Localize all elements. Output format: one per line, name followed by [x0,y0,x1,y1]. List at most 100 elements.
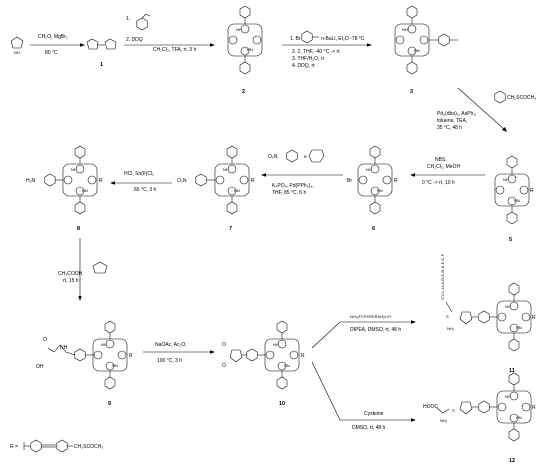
porphyrin-3-structure: NH HN [394,5,458,75]
porphyrin-5-nh: NH [503,177,509,182]
porphyrin-5-structure: NH HN R [494,155,534,225]
porphyrin-3-nh: NH [402,27,408,32]
porphyrin-9-structure: NH O OH NH HN R [36,320,133,390]
porphyrin-9-o: O [43,337,47,343]
porphyrin-2-nh: NH [236,27,242,32]
step3-substep4: 4. DDQ, rt [292,63,315,69]
boron-atom: B [304,154,307,159]
porphyrin-7-r: R [251,178,255,184]
porphyrin-10-r: R [301,353,305,359]
step7-condition: 65 °C, 3 h [134,187,157,193]
porphyrin-6-structure: NH HN Br R [347,145,398,215]
porphyrin-5-r: R [530,188,534,194]
conjugate-11-peptide: Y-V-L-H-A-R-K-R-K-F-C-F [440,253,445,300]
step5-reagent: NBS, [435,157,447,163]
porphyrin-9-oh: OH [36,364,44,370]
conjugate-11-hn: HN [516,325,522,330]
conjugate-12-hooc: HOOC [423,404,438,410]
porphyrin-8-r: R [99,178,103,184]
step10b-condition: DMSO, rt, 48 h [352,425,386,431]
porphyrin-3-hn: HN [414,48,420,53]
porphyrin-10-hn: HN [284,363,290,368]
compound-2-label: 2 [242,89,245,95]
porphyrin-8-structure: H₂N NH HN R [26,145,103,215]
step6-catalyst: K₃PO₄, Pd(PPh₃)₄, [272,183,314,189]
step3-substep3: 3. THF/H₂O, rt [292,56,324,62]
step5-condition: 0 °C -> rt, 10 h [422,180,455,186]
porphyrin-8-nh2: H₂N [26,178,36,184]
porphyrin-2-structure: NH HN [227,5,263,75]
compound-1-label: 1 [100,62,103,68]
compound-9-label: 9 [108,401,111,407]
compound-11-label: 11 [509,368,515,374]
porphyrin-9-nh: NH [101,342,107,347]
pyrrole-nh-label: NH [14,50,20,55]
step2-condition: CH₂Cl₂, TFA, rt, 3 h [153,47,196,53]
porphyrin-10-structure: O O NH HN R [222,320,305,390]
step4-r-group: CH₂SCOCH₃ [507,95,536,101]
conjugate-12-r: R [532,405,536,411]
conjugate-11-structure: Y-V-L-H-A-R-K-R-K-F-C-F S NH₂ NH HN R [440,253,536,352]
ethynylphenyl-reagent [301,30,319,44]
porphyrin-8-hn: HN [82,188,88,193]
conjugate-11-nh: NH [505,304,511,309]
porphyrin-10-nh: NH [273,342,279,347]
iodophenyl-reagent [494,90,506,104]
step3-substep2: 2. 2, THF, -40 °C -> rt [292,49,340,55]
porphyrin-6-r: R [394,178,398,184]
r-legend-label: R = [10,444,18,450]
porphyrin-6-nh: NH [366,167,372,172]
porphyrin-5-hn: HN [514,198,520,203]
conjugate-12-nh2: NH₂ [440,418,448,423]
compound-5-label: 5 [509,237,512,243]
porphyrin-6-br: Br [347,178,352,184]
pyrrole-structure: NH [10,36,24,55]
porphyrin-10-o-bottom: O [222,363,226,369]
porphyrin-9-r: R [129,353,133,359]
compound-10-label: 10 [279,401,285,407]
step4-catalyst: Pd₂(dba)₃, AsPh₃, [437,111,477,117]
porphyrin-7-hn: HN [234,188,240,193]
porphyrin-7-nh: NH [223,167,229,172]
conjugate-11-nh2: NH₂ [447,326,455,331]
step4-solvent: toluene, TEA, [437,118,467,124]
step10a-condition: DIPEA, DMSO, rt, 48 h [350,327,401,333]
step3-base: n-BuLi, Et₂O -78 °C [321,36,365,42]
step10a-peptide: NH₂(FCFKRKRAH)LVY [350,314,392,319]
conjugate-11-r: R [532,315,536,321]
step9-reagent: NaOAc, Ac₂O, [155,342,187,348]
step8-condition: rt, 15 h [63,278,79,284]
compound-7-label: 7 [229,226,232,232]
porphyrin-6-hn: HN [377,188,383,193]
step8-reagent: CH₃COOH, [58,271,84,277]
maleic-anhydride-reagent [92,261,108,274]
step3-reagent: 1. Br [290,36,301,42]
step1-condition: 80 °C [45,50,58,56]
porphyrin-9-hn: HN [112,363,118,368]
porphyrin-2-hn: HN [247,47,253,52]
step9-condition: 100 °C, 3 h [157,358,182,364]
step7-reagent: HCl, Sn(II)Cl₂ [124,171,154,177]
conjugate-12-structure: HOOC NH₂ S NH HN R [423,372,536,442]
compound-3-label: 3 [410,89,413,95]
nitrophenyl-boronate-reagent: O₂N B [268,149,325,163]
compound-8-label: 8 [77,226,80,232]
step2-reagent: 1. [126,16,130,22]
r-legend-group: CH₂SCOCH₃ [74,444,103,450]
step1-reagent: CH₂O, MgBr₂ [38,34,68,40]
porphyrin-7-structure: O₂N NH HN R [177,145,255,215]
step6-nitro: O₂N [268,154,278,160]
porphyrin-7-no2: O₂N [177,178,187,184]
compound-12-label: 12 [509,458,515,464]
step2-oxidant: 2. DDQ [126,37,143,43]
step10b-reagent: Cysteine [364,411,384,417]
porphyrin-9-n: NH [60,345,68,351]
benzaldehyde-structure [136,13,151,31]
porphyrin-8-nh: NH [71,167,77,172]
conjugate-12-nh: NH [505,394,511,399]
conjugate-11-s: S [446,314,449,319]
conjugate-12-s: S [452,408,455,413]
dipyrromethane-structure [86,38,117,50]
r-group-legend: R = CH₂SCOCH₃ [10,439,103,453]
